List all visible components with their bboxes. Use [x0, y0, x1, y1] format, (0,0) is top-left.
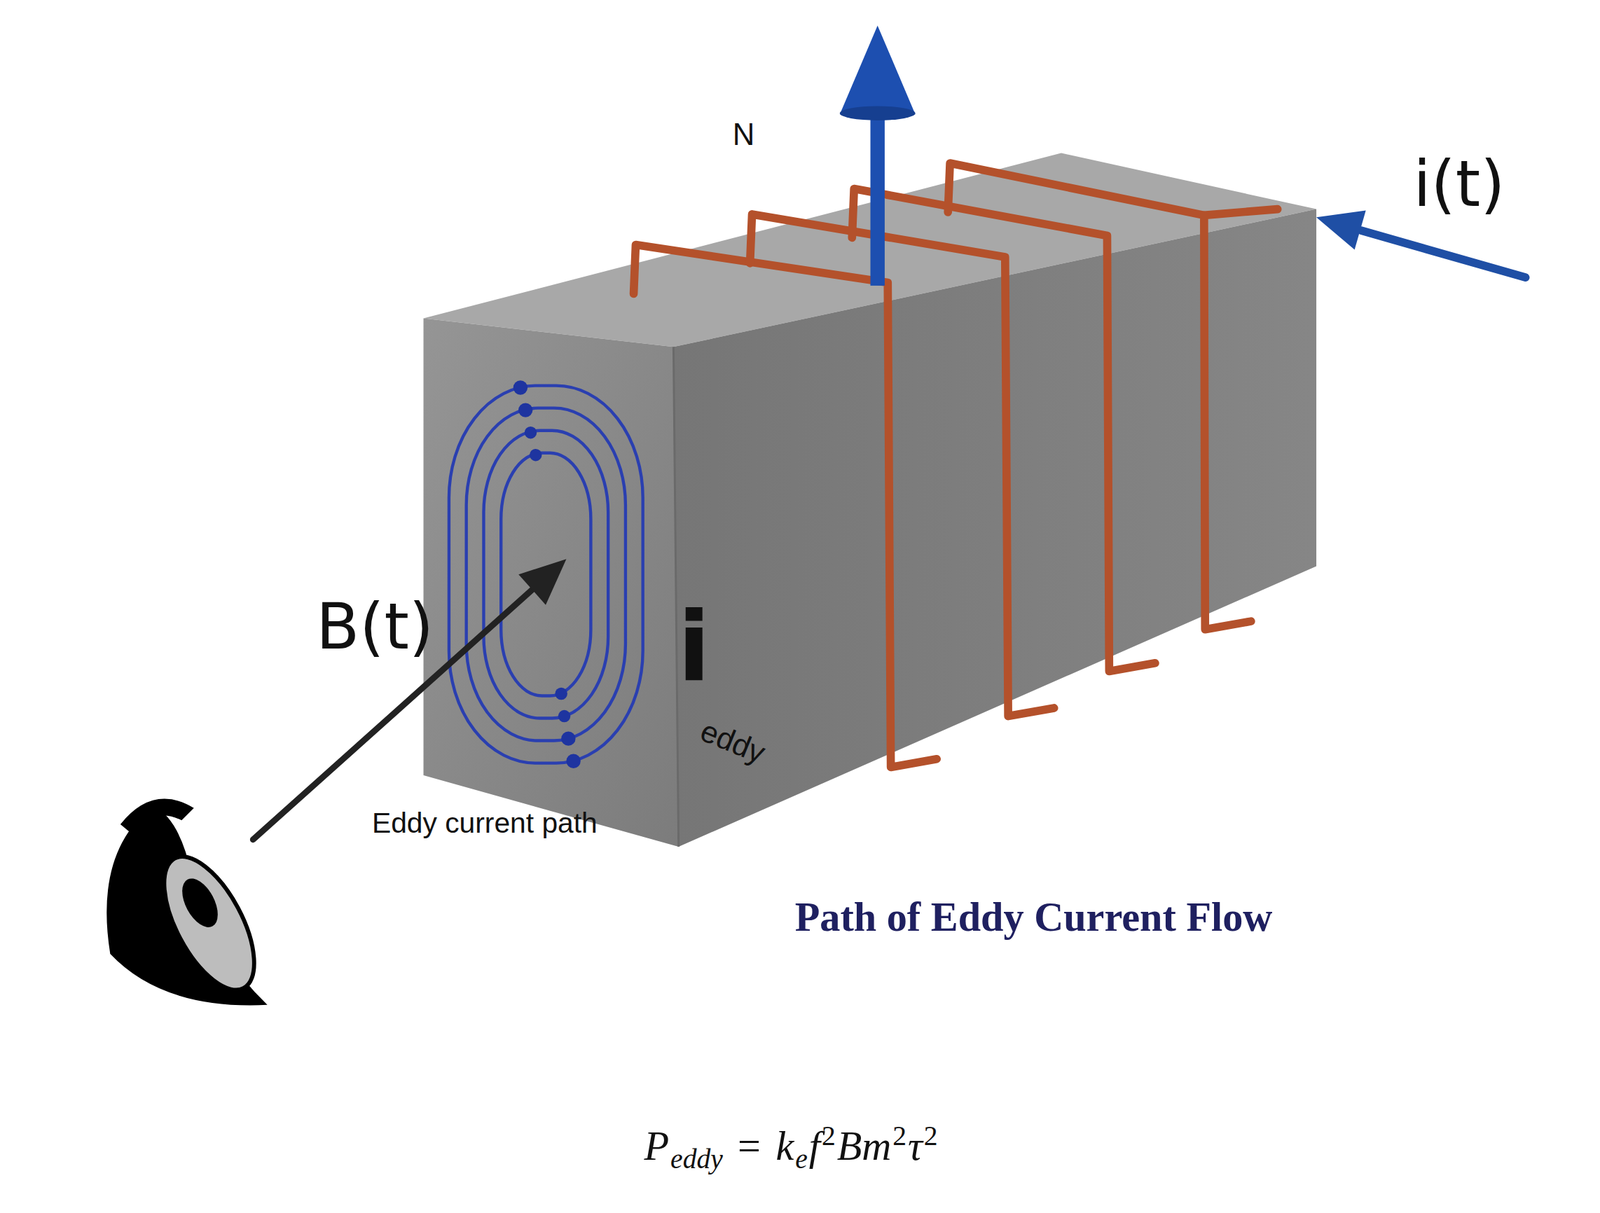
coil-lead	[1204, 209, 1278, 216]
eddy-dot	[524, 426, 537, 439]
formula-exponent: 2	[821, 1120, 836, 1152]
eddy-loop	[449, 385, 644, 764]
formula-symbol: Bm	[837, 1123, 892, 1170]
eddy-dot	[554, 687, 567, 700]
coil-turn	[947, 163, 1252, 630]
eddy-dot	[518, 402, 533, 417]
eddy-direction-dots	[513, 380, 581, 769]
eye-pupil	[175, 872, 226, 934]
formula-operator: =	[737, 1123, 761, 1170]
eddy-dot	[558, 710, 571, 723]
eddy-loop	[466, 408, 626, 742]
eddy-dot	[561, 731, 576, 746]
figure-caption: Path of Eddy Current Flow	[795, 895, 1273, 939]
eddy-loop	[500, 453, 591, 697]
eddy-loss-formula: Peddy=kef2Bm2τ2	[643, 1122, 939, 1175]
eddy-dot	[566, 753, 581, 768]
formula-symbol: f	[809, 1123, 821, 1170]
eddy-dot	[529, 449, 542, 461]
eddy-current-symbol: i	[677, 596, 711, 698]
coil-turn	[633, 245, 938, 768]
formula-symbol: k	[775, 1123, 794, 1170]
flux-arrow-shaft	[252, 587, 536, 840]
eye-iris	[145, 843, 273, 1004]
path-label: Eddy current path	[331, 808, 638, 839]
eddy-loop	[483, 430, 609, 719]
formula-exponent: 2	[923, 1120, 939, 1152]
formula-subscript: eddy	[670, 1143, 723, 1175]
eye-brow	[120, 799, 195, 836]
north-arrow-shaft	[870, 102, 885, 286]
flux-label: B(t)	[315, 594, 434, 661]
formula-symbol: τ	[907, 1123, 923, 1170]
formula-exponent: 2	[892, 1120, 907, 1152]
current-arrow-shaft	[1361, 230, 1526, 278]
eddy-loops	[449, 385, 644, 764]
viewer-eye-icon	[106, 799, 273, 1006]
coil-winding	[633, 163, 1278, 768]
flux-arrow-head	[518, 559, 567, 605]
north-arrow-base	[839, 105, 916, 120]
formula-subscript: e	[795, 1143, 808, 1175]
eddy-dot	[513, 380, 528, 395]
formula-symbol: P	[644, 1123, 670, 1170]
pole-label: N	[732, 118, 756, 151]
core-side-face	[673, 209, 1317, 847]
coil-turn	[851, 188, 1156, 672]
core-front-face	[423, 318, 679, 847]
current-label: i(t)	[1412, 151, 1505, 218]
current-arrow-head	[1316, 210, 1367, 251]
coil-turn	[750, 214, 1055, 717]
eddy-subscript: eddy	[696, 714, 770, 770]
north-arrow-head	[839, 25, 916, 115]
